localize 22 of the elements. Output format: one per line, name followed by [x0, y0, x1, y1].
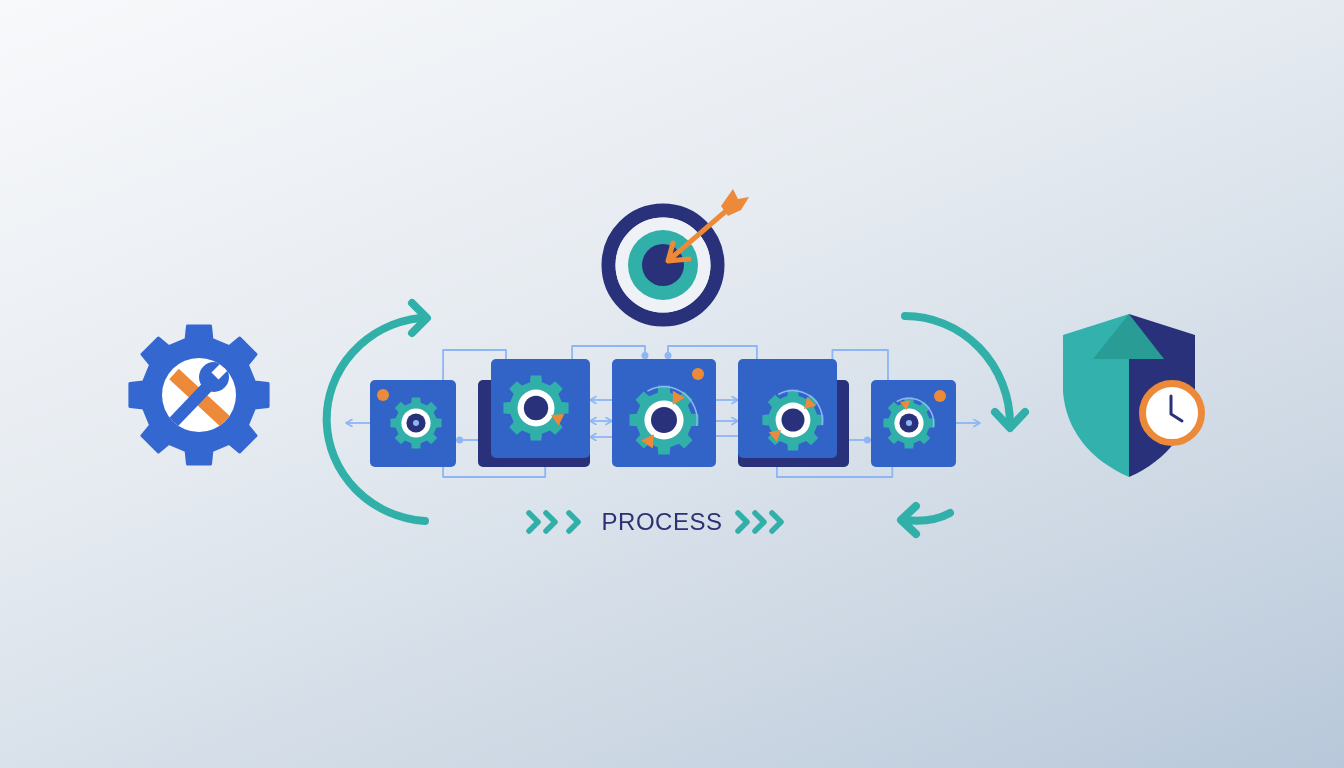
arrow [589, 432, 613, 442]
arrow [955, 418, 981, 428]
connector-line [776, 466, 894, 478]
connector-line [664, 345, 758, 360]
connector-line [442, 349, 507, 381]
connector-line [442, 466, 547, 478]
arrow [345, 418, 371, 428]
connector-line [715, 435, 739, 437]
connector-line [848, 436, 872, 444]
process-card [370, 380, 456, 467]
arrow [589, 395, 613, 405]
arrow [589, 416, 613, 426]
arrow [715, 416, 739, 426]
connector-line [831, 349, 889, 381]
process-card [738, 359, 849, 467]
connector-line [571, 345, 649, 360]
process-card [478, 359, 590, 467]
connector-line [455, 436, 479, 444]
process-card [612, 359, 716, 467]
arrow [715, 395, 739, 405]
section-label: PROCESS [601, 510, 723, 534]
process-card [871, 380, 956, 467]
